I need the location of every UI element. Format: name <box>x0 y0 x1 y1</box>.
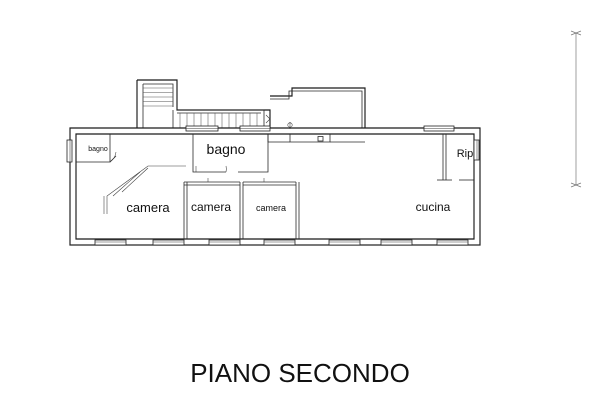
window-bottom-1 <box>94 239 127 246</box>
room-ripostiglio <box>437 134 480 181</box>
fixture-symbol-top <box>287 122 293 129</box>
stair-treads-upper <box>143 87 173 107</box>
bedroom-partitions <box>183 178 300 239</box>
window-top-1 <box>185 125 219 132</box>
staircase-group <box>136 79 366 128</box>
window-top-2 <box>239 125 271 132</box>
room-label-camera-2: camera <box>191 200 231 214</box>
window-bottom-2 <box>152 239 185 246</box>
top-wall-recess <box>267 134 365 143</box>
vertical-dimension-line <box>570 30 582 188</box>
room-label-camera-3: camera <box>256 203 286 213</box>
page-title: PIANO SECONDO <box>190 358 410 388</box>
room-label-bagno-center: bagno <box>207 141 246 157</box>
room-bagno-center <box>192 134 269 173</box>
flue-symbol <box>317 136 324 142</box>
stair-treads-lower <box>179 113 258 128</box>
window-bottom-7 <box>436 239 469 246</box>
windows-top-wall <box>185 122 455 132</box>
room-label-ripostiglio: Rip <box>457 148 474 160</box>
window-bottom-4 <box>263 239 296 246</box>
room-label-cucina: cucina <box>416 200 451 214</box>
roof-slope-lines <box>103 165 186 214</box>
stair-direction-arrow <box>265 114 271 124</box>
window-bottom-3 <box>208 239 241 246</box>
window-bottom-5 <box>328 239 361 246</box>
window-top-3 <box>423 125 455 132</box>
windows-bottom-wall <box>94 239 469 246</box>
room-label-camera-1: camera <box>126 200 170 215</box>
door-swing-bagno-left <box>109 151 117 163</box>
window-bottom-6 <box>380 239 413 246</box>
room-bagno-left <box>66 134 117 163</box>
room-label-bagno-left: bagno <box>88 146 108 153</box>
building-shell <box>69 127 481 246</box>
window-left-exterior <box>66 139 73 163</box>
window-right-exterior <box>473 139 480 161</box>
